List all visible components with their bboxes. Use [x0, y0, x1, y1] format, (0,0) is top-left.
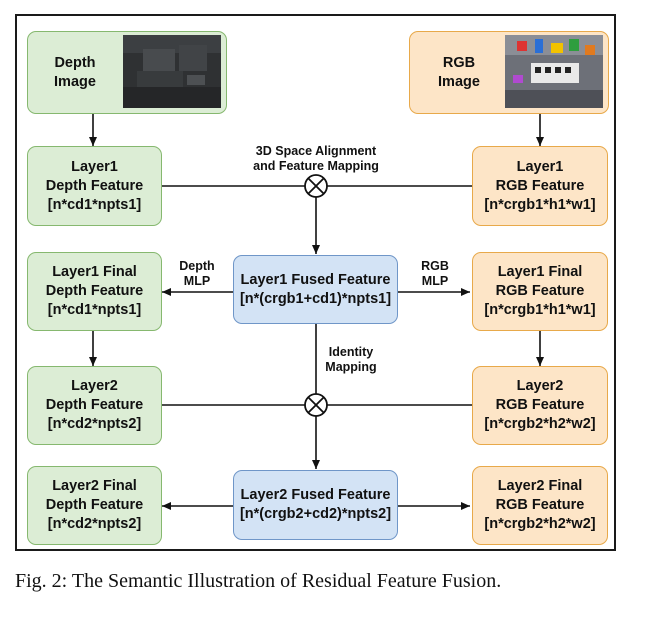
layer1-rgb-title: Layer1 — [516, 158, 564, 175]
rgb-mlp-line2: MLP — [421, 274, 449, 288]
identity-line2: Mapping — [325, 360, 377, 374]
depth-map-thumbnail — [123, 35, 221, 108]
layer2-fused-feature-box: Layer2 Fused Feature [n*(crgb2+cd2)*npts… — [233, 470, 398, 540]
layer2-final-rgb-title: Layer2 Final — [497, 478, 583, 494]
layer2-final-rgb-shape: [n*crgb2*h2*w2] — [484, 516, 596, 532]
layer1-fused-title: Layer1 Fused Feature — [240, 271, 391, 288]
layer2-depth-title: Layer2 — [71, 378, 118, 394]
layer1-final-rgb-feature-box: Layer1 Final RGB Feature [n*crgb1*h1*w1] — [472, 252, 608, 331]
fuse-node-2 — [304, 393, 328, 417]
layer2-rgb-title: Layer2 — [516, 378, 564, 394]
layer1-depth-subtitle: Depth Feature — [45, 177, 144, 194]
depth-image-label-line2: Image — [54, 73, 96, 90]
layer1-rgb-subtitle: RGB Feature — [495, 177, 585, 194]
rgb-mlp-label: RGB MLP — [408, 259, 462, 289]
layer2-depth-shape: [n*cd2*npts2] — [47, 416, 142, 432]
layer2-final-depth-subtitle: Depth Feature — [45, 497, 144, 513]
layer1-depth-shape: [n*cd1*npts1] — [47, 196, 142, 213]
diagram-frame — [15, 14, 616, 551]
layer1-rgb-feature-box: Layer1 RGB Feature [n*crgb1*h1*w1] — [472, 146, 608, 226]
depth-image-label-line1: Depth — [54, 54, 96, 71]
layer2-depth-feature-box: Layer2 Depth Feature [n*cd2*npts2] — [27, 366, 162, 445]
layer2-rgb-subtitle: RGB Feature — [495, 397, 585, 413]
layer1-depth-feature-box: Layer1 Depth Feature [n*cd1*npts1] — [27, 146, 162, 226]
layer2-depth-subtitle: Depth Feature — [45, 397, 144, 413]
layer1-final-depth-feature-box: Layer1 Final Depth Feature [n*cd1*npts1] — [27, 252, 162, 331]
identity-line1: Identity — [328, 345, 374, 359]
figure-caption: Fig. 2: The Semantic Illustration of Res… — [15, 570, 502, 592]
layer1-final-rgb-shape: [n*crgb1*h1*w1] — [484, 302, 596, 318]
identity-mapping-label: Identity Mapping — [316, 345, 386, 375]
alignment-label: 3D Space Alignment and Feature Mapping — [236, 144, 396, 174]
layer2-fused-title: Layer2 Fused Feature — [240, 487, 391, 503]
layer2-final-depth-shape: [n*cd2*npts2] — [47, 516, 142, 532]
layer2-rgb-feature-box: Layer2 RGB Feature [n*crgb2*h2*w2] — [472, 366, 608, 445]
rgb-photo-thumbnail — [505, 35, 603, 108]
rgb-image-label-line2: Image — [438, 73, 480, 90]
depth-mlp-line1: Depth — [179, 259, 215, 273]
layer2-final-depth-title: Layer2 Final — [52, 478, 137, 494]
layer1-final-depth-shape: [n*cd1*npts1] — [47, 302, 142, 318]
layer1-final-rgb-title: Layer1 Final — [497, 264, 583, 280]
fuse-node-1 — [304, 174, 328, 198]
layer1-depth-title: Layer1 — [71, 158, 118, 175]
layer2-final-depth-feature-box: Layer2 Final Depth Feature [n*cd2*npts2] — [27, 466, 162, 545]
rgb-image-label-line1: RGB — [442, 54, 476, 71]
layer2-final-rgb-subtitle: RGB Feature — [495, 497, 585, 513]
alignment-label-line2: and Feature Mapping — [253, 159, 379, 173]
layer1-final-depth-title: Layer1 Final — [52, 264, 137, 280]
layer1-final-depth-subtitle: Depth Feature — [45, 283, 144, 299]
layer2-final-rgb-feature-box: Layer2 Final RGB Feature [n*crgb2*h2*w2] — [472, 466, 608, 545]
alignment-label-line1: 3D Space Alignment — [255, 144, 377, 158]
layer2-rgb-shape: [n*crgb2*h2*w2] — [484, 416, 596, 432]
layer1-final-rgb-subtitle: RGB Feature — [495, 283, 585, 299]
depth-mlp-label: Depth MLP — [170, 259, 224, 289]
layer1-fused-feature-box: Layer1 Fused Feature [n*(crgb1+cd1)*npts… — [233, 255, 398, 324]
depth-mlp-line2: MLP — [183, 274, 211, 288]
layer2-fused-shape: [n*(crgb2+cd2)*npts2] — [239, 506, 392, 522]
layer1-fused-shape: [n*(crgb1+cd1)*npts1] — [239, 290, 392, 307]
rgb-mlp-line1: RGB — [421, 259, 449, 273]
layer1-rgb-shape: [n*crgb1*h1*w1] — [484, 196, 596, 213]
